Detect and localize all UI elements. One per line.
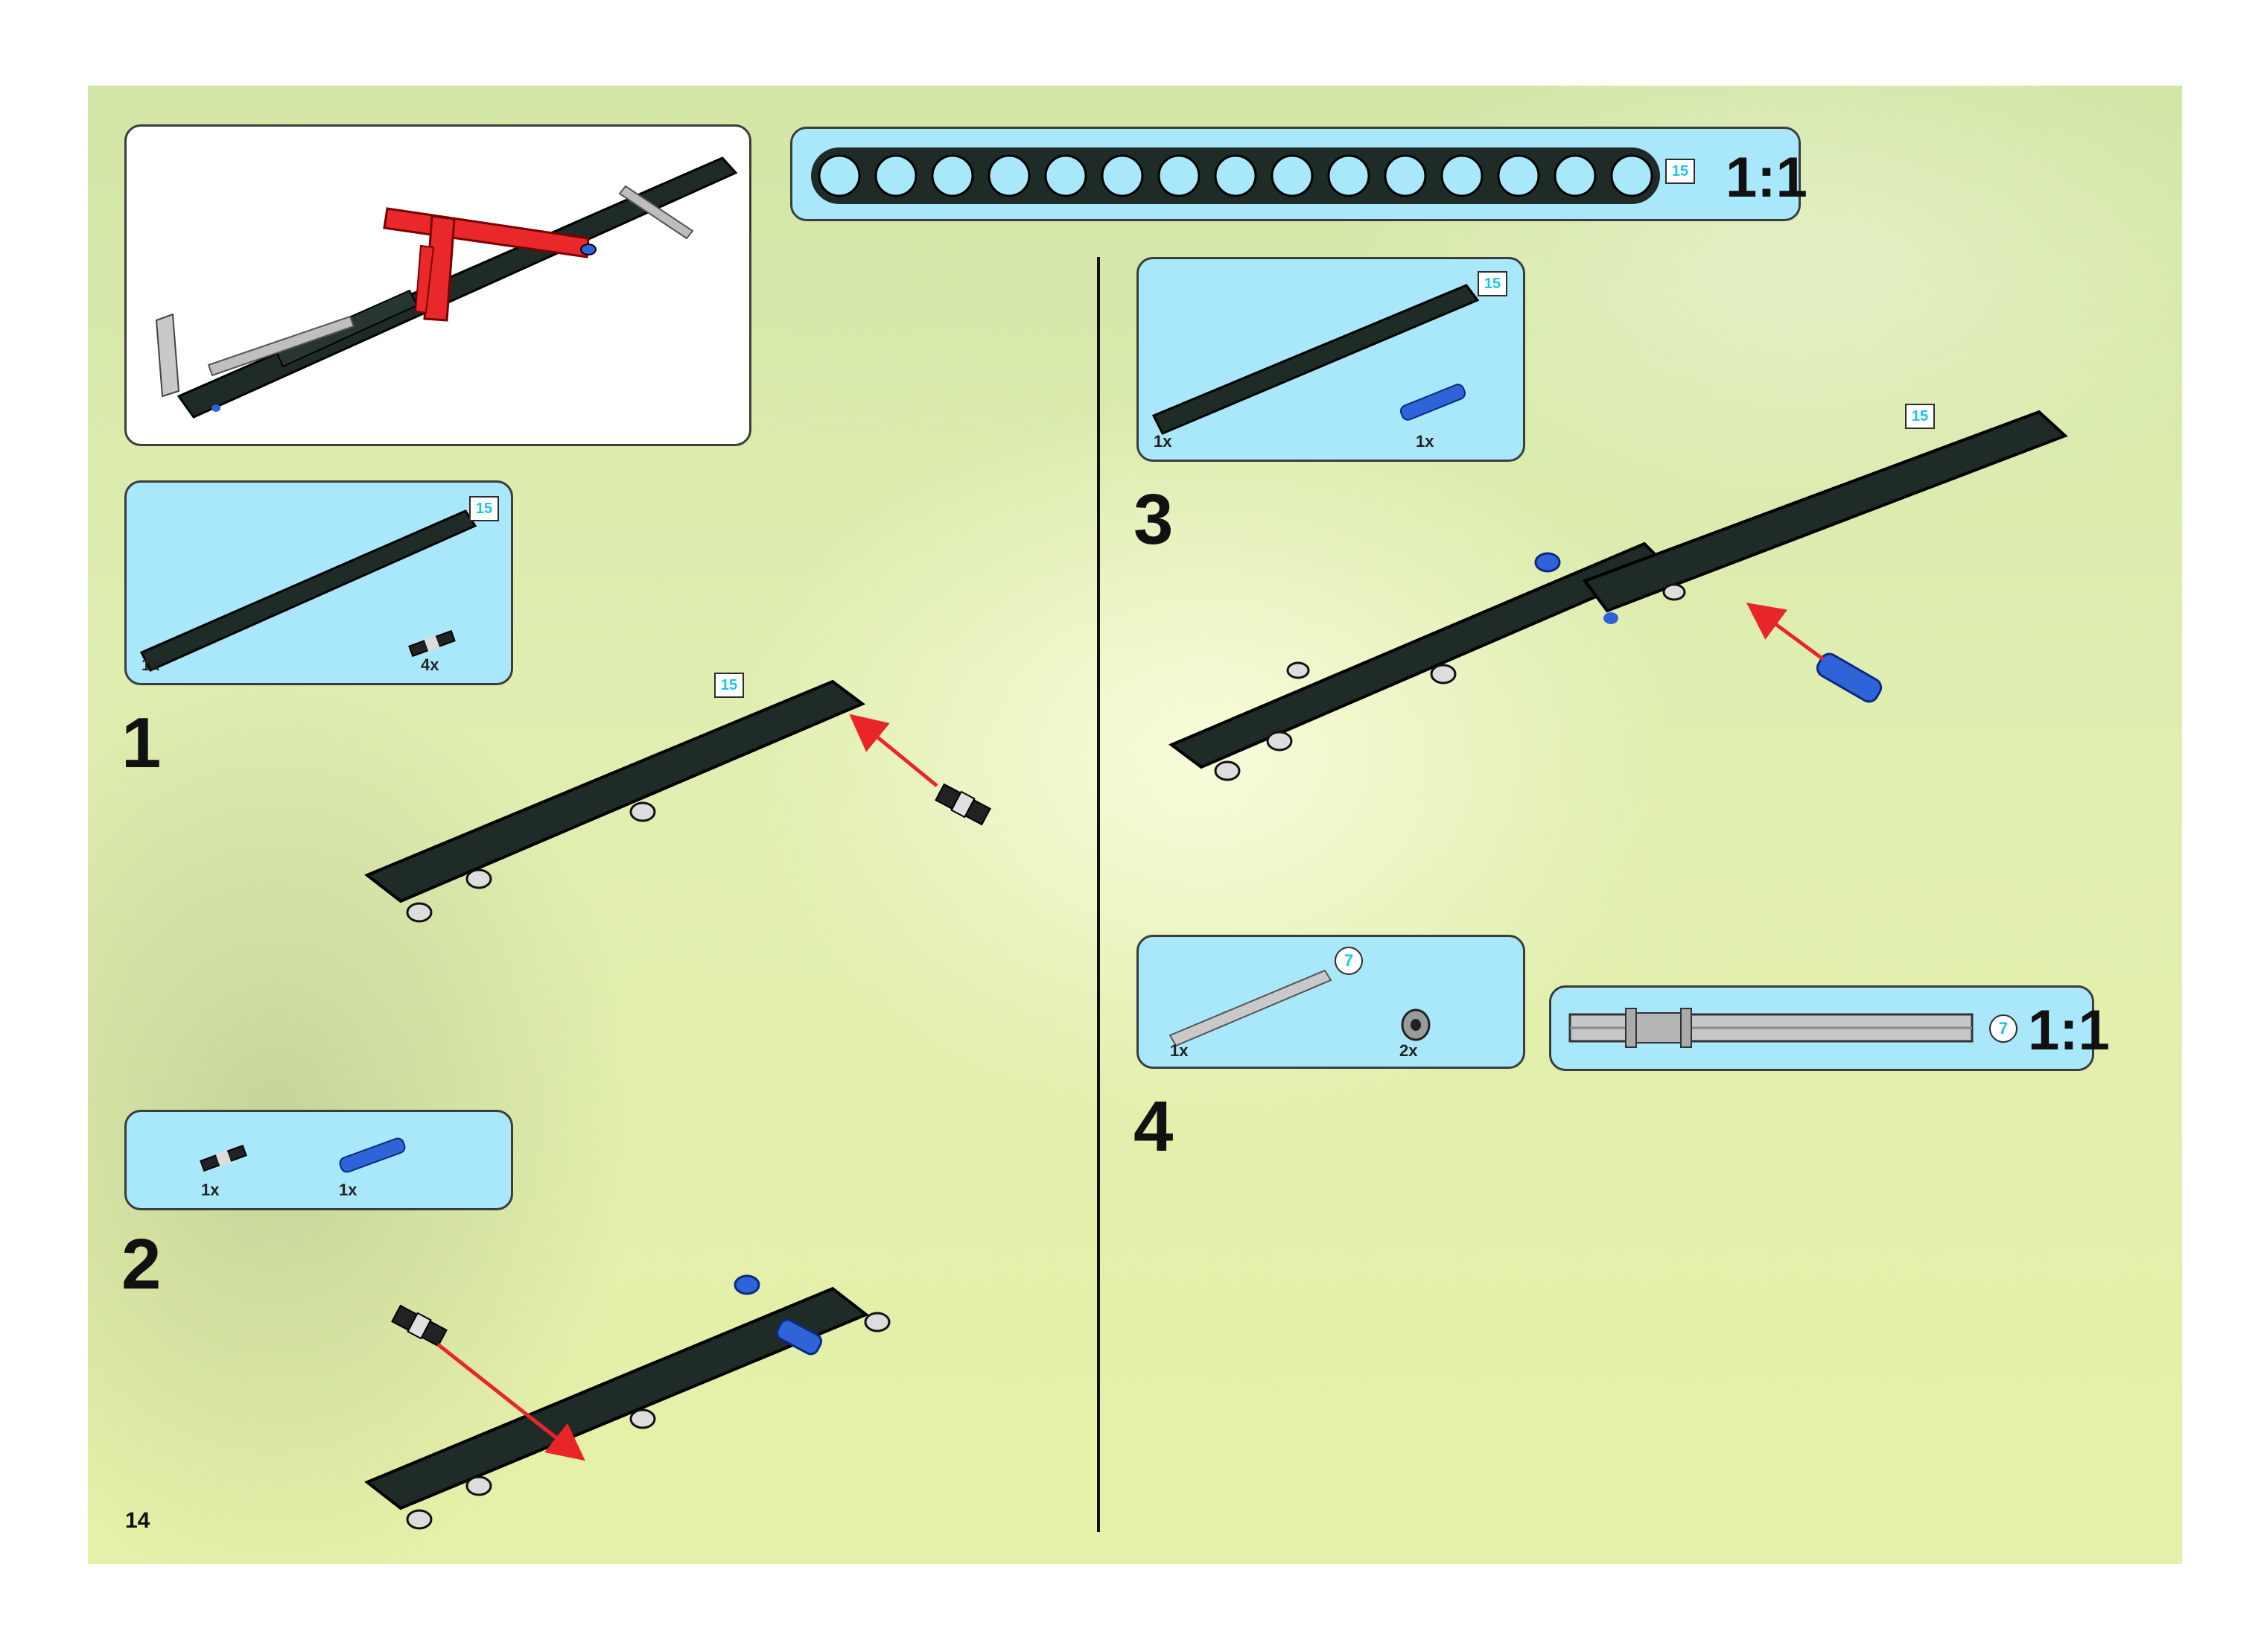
scale-beam-hole [931, 154, 974, 197]
step-3-number: 3 [1133, 480, 1174, 559]
step-3-parts-box: 15 1x 1x [1136, 257, 1525, 462]
step-2-qty-blue-pin: 1x [339, 1181, 357, 1199]
scale-beam-hole [1384, 154, 1427, 197]
step-3-qty-beam: 1x [1154, 432, 1172, 451]
step-1-parts-illustration [139, 509, 477, 672]
scale-beam-hole [1214, 154, 1257, 197]
step-4-parts-box: 7 1x 2x [1136, 935, 1525, 1069]
step-1-qty-pin: 4x [421, 655, 439, 674]
scale-beam-hole [1157, 154, 1201, 197]
instruction-page: 15 1:1 15 1x 4x 1 1x 1x 2 [88, 86, 2182, 1564]
scale-beam-hole [1610, 154, 1653, 197]
step-3-qty-blue-pin: 1x [1416, 432, 1434, 451]
step-4-qty-axle: 1x [1170, 1041, 1189, 1060]
step-4-number: 4 [1133, 1087, 1174, 1166]
scale-beam-hole [818, 154, 861, 197]
model-preview-illustration [155, 156, 738, 419]
step-3-callout-tag: 15 [1905, 404, 1935, 429]
step-1-callout-tag: 15 [714, 673, 744, 698]
step-1-qty-beam: 1x [142, 655, 160, 674]
scale-beam-hole [1044, 154, 1087, 197]
scale-beam-hole [1327, 154, 1370, 197]
step-1-parts-box: 15 1x 4x [124, 480, 513, 685]
column-divider [1097, 257, 1100, 1532]
step-4-qty-bush: 2x [1399, 1041, 1418, 1060]
scale-beam-hole [874, 154, 918, 197]
step-4-parts-illustration [1168, 969, 1431, 1047]
step-2-number: 2 [121, 1224, 162, 1304]
page-number: 14 [125, 1508, 150, 1533]
scale-beam-hole [988, 154, 1031, 197]
scale-beam-hole [1554, 154, 1597, 197]
scale-beam-hole [1497, 154, 1540, 197]
beam-length-tag: 15 [1665, 159, 1695, 184]
model-preview-box [124, 124, 751, 446]
scale-beam-hole [1440, 154, 1484, 197]
step-2-qty-pin: 1x [201, 1181, 220, 1199]
step-2-parts-illustration [200, 1137, 406, 1173]
axle-7-scale-illustration [1568, 1008, 1974, 1048]
step-2-assembly [364, 1274, 891, 1530]
step-4-axle-length-tag: 7 [1335, 947, 1363, 975]
step-3-assembly [1168, 410, 2068, 781]
step-1-length-tag: 15 [469, 496, 499, 521]
step-3-length-tag: 15 [1478, 271, 1507, 296]
scale-beam-hole [1271, 154, 1314, 197]
scale-beam-hole [1101, 154, 1144, 197]
beam-scale-box: 15 1:1 [790, 127, 1807, 221]
axle-scale-box: 7 1:1 [1549, 985, 2110, 1071]
step-1-assembly [364, 679, 991, 923]
assembly-illustrations [364, 410, 2068, 1530]
axle-scale-label: 1:1 [2028, 999, 2110, 1062]
beam-scale-label: 1:1 [1726, 146, 1807, 209]
beam-15-scale-illustration [811, 147, 1660, 204]
step-3-parts-illustration [1151, 284, 1480, 435]
step-2-parts-box: 1x 1x [124, 1110, 513, 1210]
axle-length-tag: 7 [1989, 1014, 2017, 1043]
step-1-number: 1 [121, 703, 162, 783]
